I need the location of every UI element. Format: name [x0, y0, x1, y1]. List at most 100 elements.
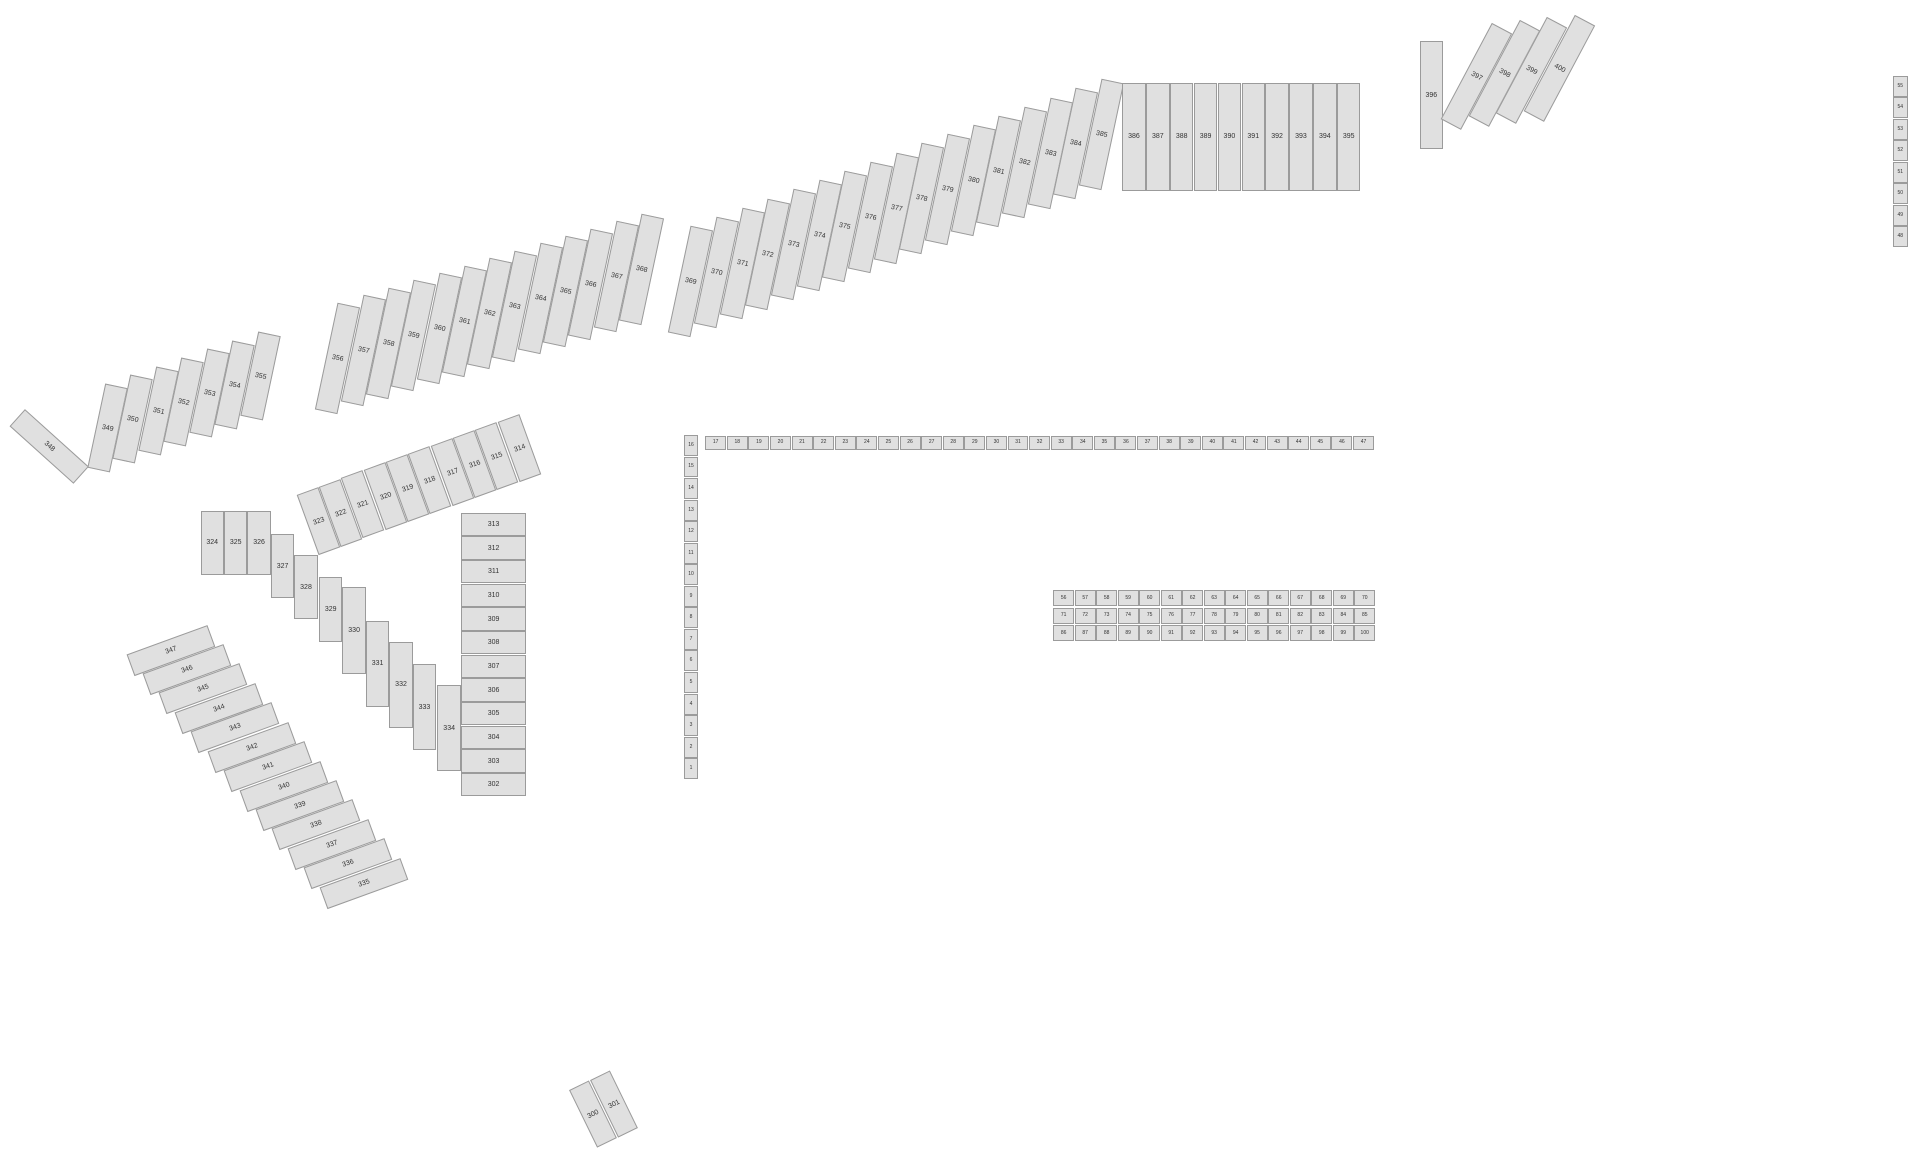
seat-71[interactable]: 71	[1053, 607, 1075, 624]
seat-325[interactable]: 325	[223, 510, 248, 575]
seat-46[interactable]: 46	[1331, 435, 1353, 451]
seat-16[interactable]: 16	[683, 434, 699, 456]
seat-51[interactable]: 51	[1892, 161, 1908, 183]
seat-59[interactable]: 59	[1117, 590, 1139, 607]
seat-32[interactable]: 32	[1029, 435, 1051, 451]
seat-68[interactable]: 68	[1311, 590, 1333, 607]
seat-49[interactable]: 49	[1892, 204, 1908, 226]
seat-99[interactable]: 99	[1332, 624, 1354, 642]
seat-21[interactable]: 21	[791, 435, 813, 451]
seat-75[interactable]: 75	[1139, 607, 1161, 624]
seat-64[interactable]: 64	[1225, 590, 1247, 607]
seat-311[interactable]: 311	[461, 560, 526, 584]
seat-306[interactable]: 306	[461, 678, 526, 702]
seat-331[interactable]: 331	[365, 620, 390, 708]
seat-334[interactable]: 334	[437, 684, 461, 772]
seat-45[interactable]: 45	[1309, 435, 1331, 451]
seat-386[interactable]: 386	[1122, 82, 1146, 192]
seat-12[interactable]: 12	[683, 521, 699, 543]
seat-8[interactable]: 8	[683, 607, 699, 629]
seat-55[interactable]: 55	[1892, 75, 1908, 97]
seat-387[interactable]: 387	[1146, 82, 1170, 192]
seat-11[interactable]: 11	[683, 542, 699, 564]
seat-25[interactable]: 25	[877, 435, 899, 451]
seat-17[interactable]: 17	[705, 435, 727, 451]
seat-313[interactable]: 313	[461, 512, 526, 537]
seat-82[interactable]: 82	[1289, 607, 1311, 624]
seat-31[interactable]: 31	[1007, 435, 1029, 451]
seat-394[interactable]: 394	[1313, 82, 1337, 192]
seat-54[interactable]: 54	[1892, 97, 1908, 119]
seat-83[interactable]: 83	[1311, 607, 1333, 624]
seat-324[interactable]: 324	[200, 510, 224, 575]
seat-41[interactable]: 41	[1223, 435, 1245, 451]
seat-86[interactable]: 86	[1053, 624, 1075, 642]
seat-67[interactable]: 67	[1289, 590, 1311, 607]
seat-305[interactable]: 305	[461, 702, 526, 726]
seat-19[interactable]: 19	[748, 435, 770, 451]
seat-18[interactable]: 18	[726, 435, 748, 451]
seat-100[interactable]: 100	[1354, 624, 1376, 642]
seat-14[interactable]: 14	[683, 478, 699, 500]
seat-15[interactable]: 15	[683, 456, 699, 478]
seat-63[interactable]: 63	[1203, 590, 1225, 607]
seat-60[interactable]: 60	[1139, 590, 1161, 607]
seat-72[interactable]: 72	[1074, 607, 1096, 624]
seat-330[interactable]: 330	[342, 587, 366, 674]
seat-43[interactable]: 43	[1266, 435, 1288, 451]
seat-28[interactable]: 28	[942, 435, 964, 451]
seat-62[interactable]: 62	[1182, 590, 1204, 607]
seat-96[interactable]: 96	[1268, 624, 1290, 642]
seat-95[interactable]: 95	[1246, 624, 1268, 642]
seat-70[interactable]: 70	[1354, 590, 1376, 607]
seat-36[interactable]: 36	[1115, 435, 1137, 451]
seat-44[interactable]: 44	[1288, 435, 1310, 451]
seat-312[interactable]: 312	[461, 536, 526, 560]
seat-26[interactable]: 26	[899, 435, 921, 451]
seat-84[interactable]: 84	[1332, 607, 1354, 624]
seat-29[interactable]: 29	[964, 435, 986, 451]
seat-10[interactable]: 10	[683, 564, 699, 586]
seat-309[interactable]: 309	[461, 607, 526, 631]
seat-42[interactable]: 42	[1245, 435, 1266, 451]
seat-22[interactable]: 22	[813, 435, 835, 451]
seat-393[interactable]: 393	[1289, 82, 1313, 192]
seat-20[interactable]: 20	[769, 435, 791, 451]
seat-81[interactable]: 81	[1268, 607, 1290, 624]
seat-391[interactable]: 391	[1241, 82, 1265, 192]
seat-48[interactable]: 48	[1892, 226, 1908, 248]
seat-98[interactable]: 98	[1311, 624, 1333, 642]
seat-87[interactable]: 87	[1074, 624, 1096, 642]
seat-3[interactable]: 3	[683, 715, 699, 737]
seat-24[interactable]: 24	[856, 435, 878, 451]
seat-329[interactable]: 329	[318, 577, 343, 642]
seat-23[interactable]: 23	[834, 435, 856, 451]
seat-58[interactable]: 58	[1096, 590, 1118, 607]
seat-348[interactable]: 348	[9, 409, 90, 485]
seat-326[interactable]: 326	[247, 510, 271, 575]
seat-94[interactable]: 94	[1225, 624, 1247, 642]
seat-50[interactable]: 50	[1892, 183, 1908, 205]
seat-91[interactable]: 91	[1160, 624, 1182, 642]
seat-88[interactable]: 88	[1096, 624, 1118, 642]
seat-78[interactable]: 78	[1203, 607, 1225, 624]
seat-308[interactable]: 308	[461, 631, 526, 655]
seat-333[interactable]: 333	[412, 663, 437, 751]
seat-56[interactable]: 56	[1053, 590, 1075, 607]
seat-307[interactable]: 307	[461, 654, 526, 679]
seat-7[interactable]: 7	[683, 628, 699, 650]
seat-33[interactable]: 33	[1050, 435, 1072, 451]
seat-35[interactable]: 35	[1093, 435, 1115, 451]
seat-57[interactable]: 57	[1074, 590, 1096, 607]
seat-9[interactable]: 9	[683, 585, 699, 607]
seat-37[interactable]: 37	[1137, 435, 1159, 451]
seat-395[interactable]: 395	[1336, 82, 1361, 192]
seat-332[interactable]: 332	[389, 641, 413, 729]
seat-304[interactable]: 304	[461, 725, 526, 750]
seat-34[interactable]: 34	[1072, 435, 1094, 451]
seat-389[interactable]: 389	[1193, 82, 1218, 192]
seat-90[interactable]: 90	[1139, 624, 1161, 642]
seat-328[interactable]: 328	[294, 555, 318, 620]
seat-92[interactable]: 92	[1182, 624, 1204, 642]
seat-303[interactable]: 303	[461, 749, 526, 773]
